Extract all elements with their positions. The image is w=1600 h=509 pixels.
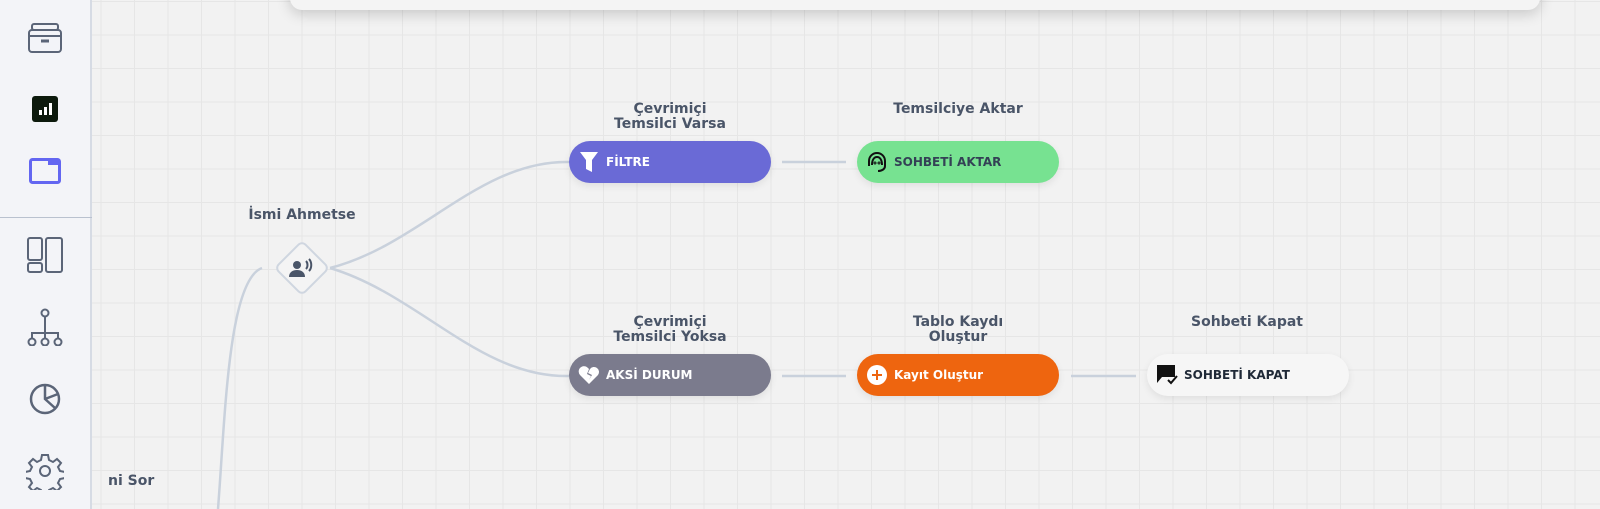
partial-node-label: ni Sor <box>108 473 155 489</box>
chat-check-icon <box>1156 364 1178 386</box>
create-record-label: Kayıt Oluştur <box>894 368 984 382</box>
plus-circle-icon <box>866 364 888 386</box>
layout-icon[interactable] <box>24 234 66 276</box>
pie-chart-icon[interactable] <box>24 378 66 420</box>
connector <box>216 266 263 509</box>
sidebar-divider <box>0 217 92 218</box>
close-chat-label: SOHBETİ KAPAT <box>1184 368 1290 382</box>
connector <box>329 266 570 378</box>
create-record-node[interactable]: Kayıt Oluştur <box>857 354 1059 396</box>
archive-icon[interactable] <box>24 17 66 59</box>
hierarchy-icon[interactable] <box>24 306 66 348</box>
transfer-node-title: Temsilciye Aktar <box>893 101 1023 117</box>
settings-icon[interactable] <box>24 450 66 492</box>
else-node[interactable]: AKSİ DURUM <box>569 354 771 396</box>
top-panel <box>290 0 1540 10</box>
transfer-chat-node[interactable]: SOHBETİ AKTAR <box>857 141 1059 183</box>
bar-chart-icon[interactable] <box>24 88 66 130</box>
else-node-label: AKSİ DURUM <box>606 368 693 382</box>
connector <box>329 160 570 270</box>
close-chat-title: Sohbeti Kapat <box>1190 314 1304 330</box>
start-node-label: İsmi Ahmetse <box>248 207 356 223</box>
filter-icon <box>578 151 600 173</box>
filter-node-label: FİLTRE <box>606 155 650 169</box>
close-chat-node[interactable]: SOHBETİ KAPAT <box>1147 354 1349 396</box>
broken-heart-icon <box>578 364 600 386</box>
filter-node[interactable]: FİLTRE <box>569 141 771 183</box>
voice-user-icon <box>289 258 313 277</box>
window-icon[interactable] <box>24 150 66 192</box>
transfer-chat-label: SOHBETİ AKTAR <box>894 155 1002 169</box>
agent-icon <box>866 151 888 173</box>
sidebar <box>0 0 92 509</box>
